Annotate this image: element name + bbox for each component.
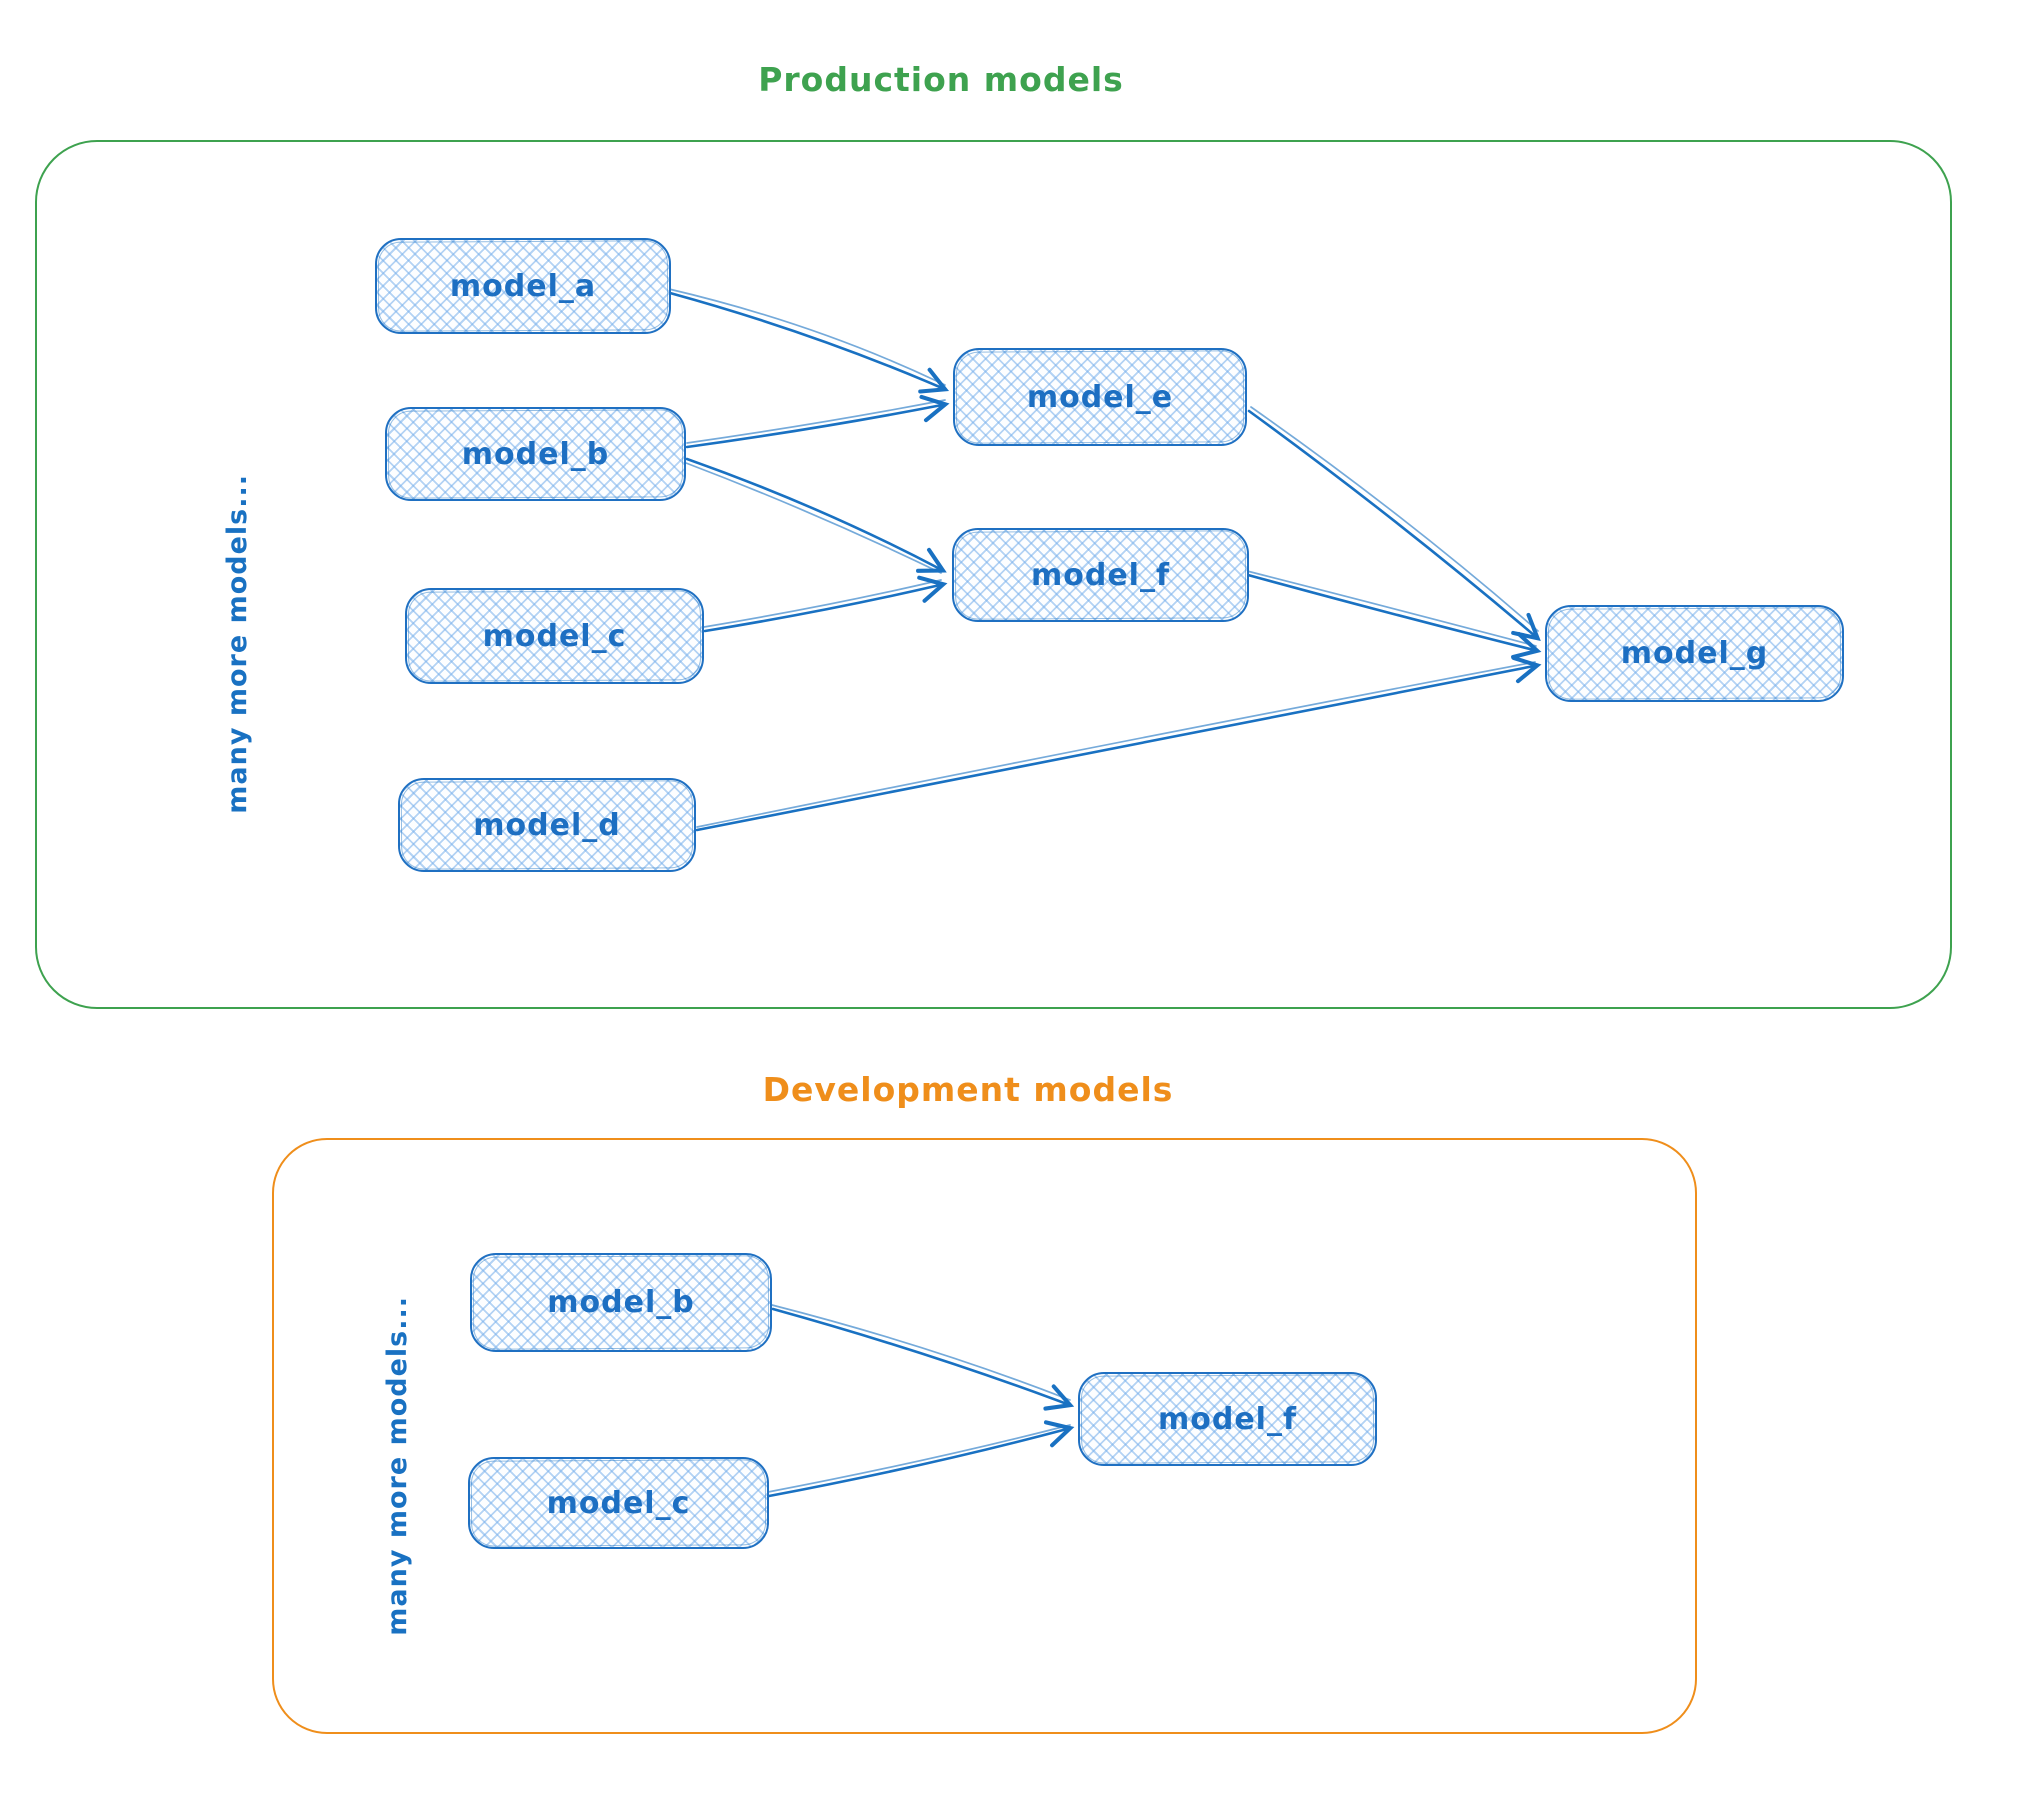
node-production-model-g: model_g	[1545, 605, 1844, 702]
node-development-model-f: model_f	[1078, 1372, 1377, 1466]
node-production-model-c: model_c	[405, 588, 704, 684]
development-container	[272, 1138, 1697, 1734]
production-title: Production models	[758, 60, 1124, 99]
development-title: Development models	[762, 1070, 1174, 1109]
node-development-model-b: model_b	[470, 1253, 772, 1352]
arrow-model-b-to-model-f	[685, 457, 947, 574]
arrow-dev-model-b-to-model-f	[771, 1304, 1075, 1411]
arrow-dev-model-c-to-model-f	[767, 1420, 1075, 1498]
node-production-model-b: model_b	[385, 407, 686, 501]
arrow-model-e-to-model-g	[1247, 406, 1541, 641]
production-container	[35, 140, 1952, 1009]
arrow-model-c-to-model-f	[703, 575, 948, 633]
production-side-label: many more models...	[222, 474, 253, 814]
node-production-model-a: model_a	[375, 238, 671, 334]
arrow-model-b-to-model-e	[685, 394, 950, 449]
node-production-model-d: model_d	[398, 778, 696, 872]
arrow-model-f-to-model-g	[1246, 570, 1542, 659]
development-side-label: many more models...	[382, 1296, 413, 1636]
node-development-model-c: model_c	[468, 1457, 769, 1549]
node-production-model-e: model_e	[953, 348, 1247, 446]
node-production-model-f: model_f	[952, 528, 1249, 622]
arrow-model-a-to-model-e	[668, 288, 950, 394]
arrow-model-d-to-model-g	[695, 655, 1542, 832]
